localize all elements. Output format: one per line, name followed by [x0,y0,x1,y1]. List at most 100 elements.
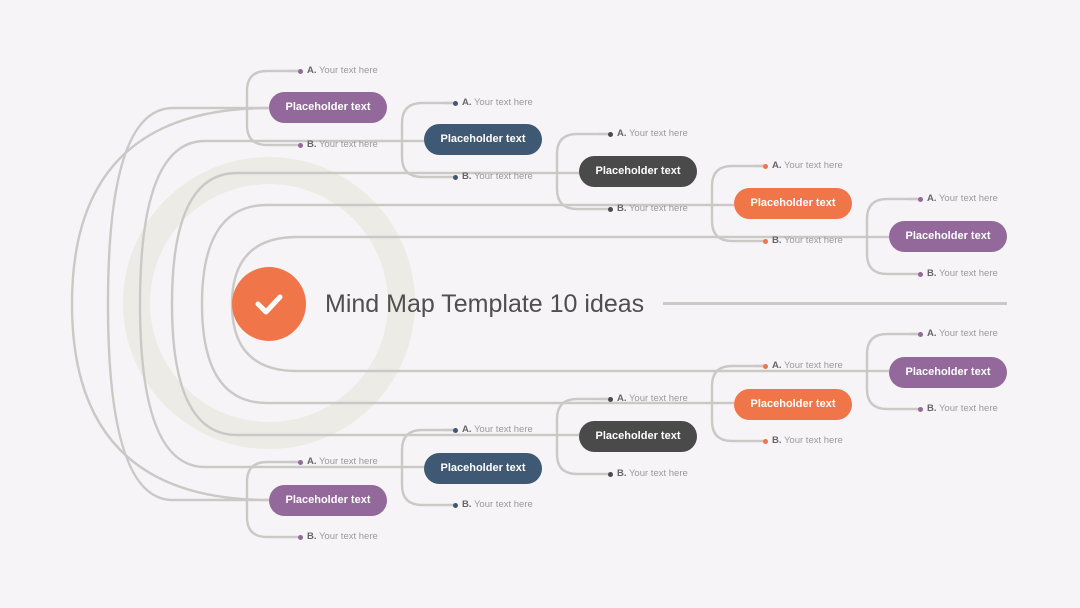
node-6-subitem-a[interactable]: A. Your text here [927,327,998,341]
subitem-text: Your text here [626,468,688,479]
node-7-b-dot [763,438,768,444]
node-3-a-dot [608,131,613,137]
node-5-b-dot [918,271,923,277]
node-4-subitem-a[interactable]: A. Your text here [772,159,843,173]
node-2-subitem-b[interactable]: B. Your text here [462,170,533,184]
subitem-letter: B. [307,139,317,150]
title-rule [663,302,1007,305]
bracket-4 [710,164,765,243]
node-1-a-dot [298,68,303,74]
node-7-subitem-b[interactable]: B. Your text here [772,434,843,448]
node-4-b-dot [763,238,768,244]
node-8-subitem-a[interactable]: A. Your text here [617,392,688,406]
node-8-a-dot [608,396,613,402]
bracket-6 [865,332,920,411]
node-1-subitem-a[interactable]: A. Your text here [307,64,378,78]
subitem-text: Your text here [471,97,533,108]
subitem-text: Your text here [936,193,998,204]
subitem-text: Your text here [936,268,998,279]
node-7-subitem-a[interactable]: A. Your text here [772,359,843,373]
node-6-a-dot [918,331,923,337]
node-8-b-dot [608,471,613,477]
bracket-10 [245,460,300,539]
subitem-text: Your text here [471,171,533,182]
node-1-b-dot [298,142,303,148]
subitem-letter: A. [462,97,472,108]
node-2-pill[interactable]: Placeholder text [424,123,542,155]
subitem-text: Your text here [471,424,533,435]
subitem-letter: B. [927,403,937,414]
node-6-subitem-b[interactable]: B. Your text here [927,402,998,416]
main-arc-2 [200,203,734,405]
node-4-subitem-b[interactable]: B. Your text here [772,234,843,248]
node-8-subitem-b[interactable]: B. Your text here [617,467,688,481]
node-7-pill[interactable]: Placeholder text [734,388,852,420]
node-9-a-dot [453,427,458,433]
bracket-2 [400,101,455,179]
subitem-text: Your text here [936,403,998,414]
bracket-1 [245,69,300,147]
main-arc-5 [106,106,269,502]
checkmark-icon [232,267,306,341]
node-10-subitem-b[interactable]: B. Your text here [307,530,378,544]
node-5-subitem-a[interactable]: A. Your text here [927,192,998,206]
node-3-subitem-b[interactable]: B. Your text here [617,202,688,216]
subitem-letter: A. [307,65,317,76]
subitem-letter: A. [927,193,937,204]
main-arc-4 [138,139,424,469]
node-10-b-dot [298,534,303,540]
node-1-subitem-b[interactable]: B. Your text here [307,138,378,152]
subitem-letter: B. [617,203,627,214]
outer-arc [70,106,270,502]
subitem-text: Your text here [316,531,378,542]
main-arc-3 [170,171,579,437]
subitem-letter: B. [462,499,472,510]
bracket-3 [555,132,610,211]
subitem-text: Your text here [316,139,378,150]
subitem-letter: B. [772,435,782,446]
node-5-pill[interactable]: Placeholder text [889,220,1007,252]
bracket-7 [710,364,765,443]
bracket-9 [400,428,455,507]
subitem-text: Your text here [316,456,378,467]
node-3-pill[interactable]: Placeholder text [579,155,697,187]
subitem-text: Your text here [471,499,533,510]
node-9-subitem-b[interactable]: B. Your text here [462,498,533,512]
subitem-letter: A. [462,424,472,435]
subitem-text: Your text here [936,328,998,339]
node-10-pill[interactable]: Placeholder text [269,484,387,516]
subitem-letter: B. [927,268,937,279]
node-2-a-dot [453,100,458,106]
node-1-pill[interactable]: Placeholder text [269,91,387,123]
node-8-pill[interactable]: Placeholder text [579,420,697,452]
node-4-pill[interactable]: Placeholder text [734,187,852,219]
subitem-text: Your text here [781,435,843,446]
subitem-text: Your text here [316,65,378,76]
subitem-letter: A. [617,128,627,139]
node-9-subitem-a[interactable]: A. Your text here [462,423,533,437]
subitem-letter: B. [307,531,317,542]
node-2-b-dot [453,174,458,180]
node-5-a-dot [918,196,923,202]
node-4-a-dot [763,163,768,169]
node-6-pill[interactable]: Placeholder text [889,356,1007,388]
subitem-text: Your text here [626,393,688,404]
subitem-text: Your text here [781,160,843,171]
subitem-text: Your text here [781,360,843,371]
node-5-subitem-b[interactable]: B. Your text here [927,267,998,281]
bracket-8 [555,397,610,476]
subitem-text: Your text here [781,235,843,246]
node-10-subitem-a[interactable]: A. Your text here [307,455,378,469]
node-9-b-dot [453,502,458,508]
subitem-letter: B. [462,171,472,182]
subitem-text: Your text here [626,203,688,214]
node-9-pill[interactable]: Placeholder text [424,452,542,484]
node-10-a-dot [298,459,303,465]
node-3-b-dot [608,206,613,212]
subitem-letter: B. [617,468,627,479]
subitem-letter: B. [772,235,782,246]
page-title: Mind Map Template 10 ideas [325,290,645,318]
node-3-subitem-a[interactable]: A. Your text here [617,127,688,141]
node-2-subitem-a[interactable]: A. Your text here [462,96,533,110]
